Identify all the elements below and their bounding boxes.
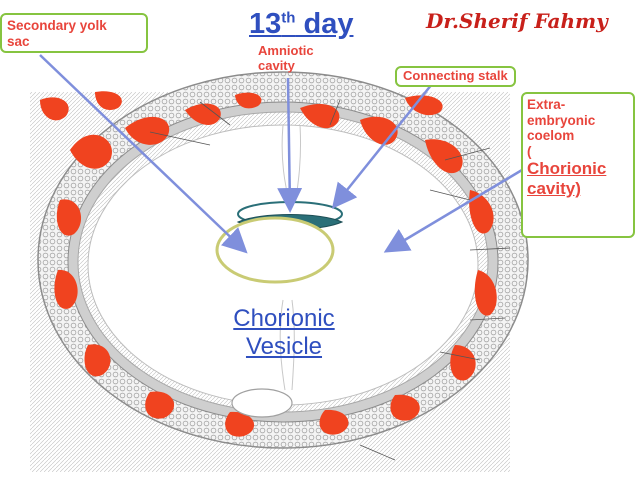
lacuna xyxy=(390,394,420,421)
exocoelomic-cyst xyxy=(231,388,293,418)
lacuna xyxy=(40,97,69,121)
lacuna xyxy=(70,134,112,169)
lacuna xyxy=(319,409,349,435)
label-chorionic-vesicle: Chorionic Vesicle xyxy=(233,305,335,360)
label-secondary-yolk-sac: Secondary yolk sac xyxy=(0,13,148,53)
lacuna xyxy=(185,103,221,125)
lacuna xyxy=(95,91,122,111)
lacuna xyxy=(145,391,175,419)
label-extraembryonic-coelom-text: Extra- embryonic coelom ( xyxy=(527,97,596,159)
label-amniotic-cavity: Amniotic cavity xyxy=(258,43,314,73)
arrow-secondary-yolk-sac xyxy=(39,54,248,254)
lacuna xyxy=(450,345,476,381)
title-superscript: th xyxy=(281,9,296,27)
lacuna xyxy=(405,95,443,116)
title-number: 13 xyxy=(249,8,282,40)
label-extraembryonic-coelom: Extra- embryonic coelom (Chorionic cavit… xyxy=(521,92,635,238)
lacuna xyxy=(235,92,262,109)
lacunae-group xyxy=(40,91,497,437)
lacuna xyxy=(56,199,82,236)
lacuna xyxy=(469,190,494,234)
lacuna xyxy=(474,270,497,316)
label-chorionic-cavity: Chorionic cavity) xyxy=(527,159,607,198)
arrow-extraembryonic-coelom xyxy=(383,168,523,253)
author-name: Dr.Sherif Fahmy xyxy=(426,9,608,33)
page-title: 13th day xyxy=(249,8,353,41)
label-connecting-stalk: Connecting stalk xyxy=(395,66,516,87)
lacuna xyxy=(225,411,255,437)
lacuna xyxy=(84,344,111,377)
lacuna xyxy=(125,116,170,145)
yolk-sac-shape xyxy=(215,216,335,284)
lacuna xyxy=(54,269,78,309)
arrow-amniotic-cavity xyxy=(277,77,303,213)
villi-lines xyxy=(149,99,511,461)
title-suffix: day xyxy=(295,8,354,40)
pointer-arrows xyxy=(39,54,523,254)
lacuna xyxy=(300,103,340,129)
arrow-connecting-stalk xyxy=(331,83,433,209)
lacuna xyxy=(425,139,463,174)
